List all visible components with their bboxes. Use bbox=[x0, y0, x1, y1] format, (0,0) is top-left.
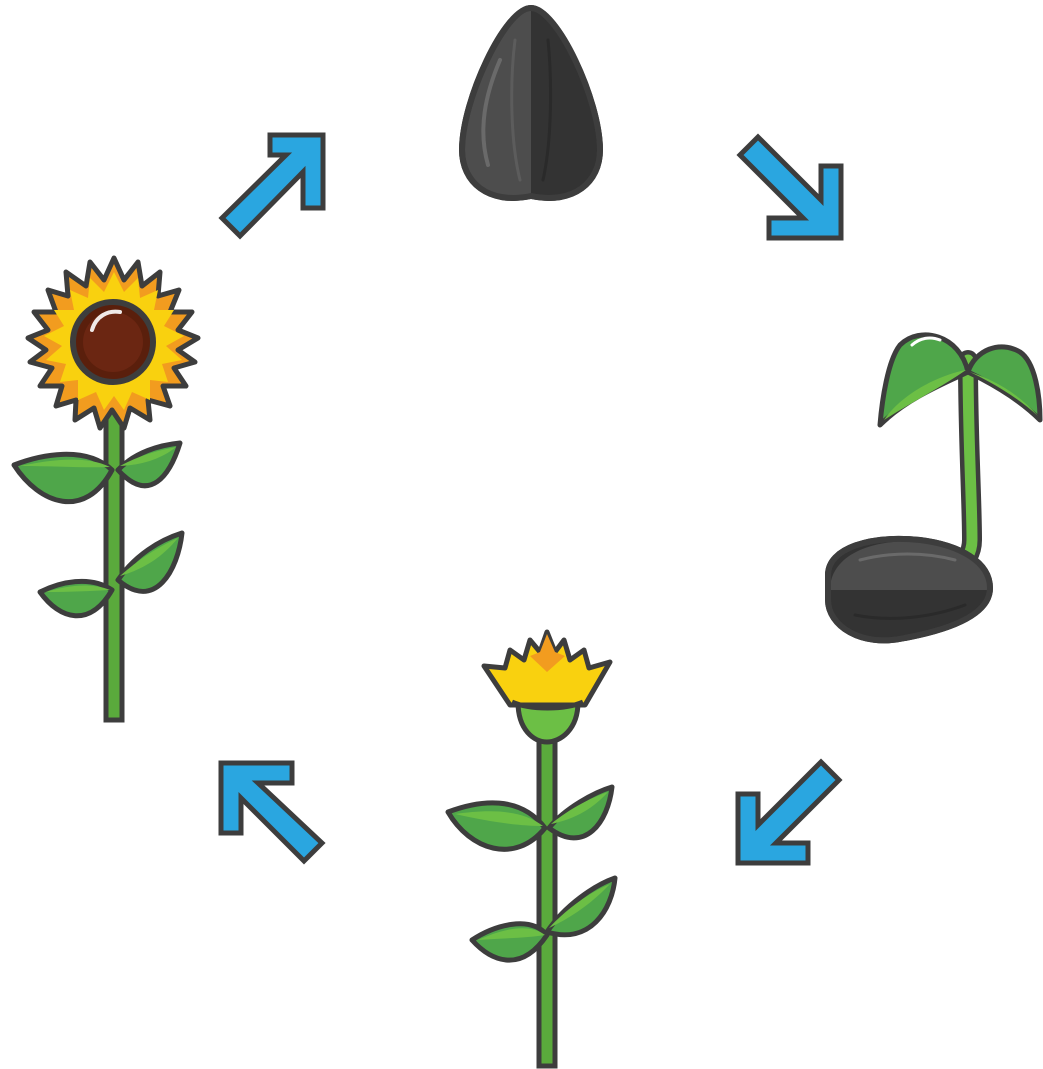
sunflower-icon bbox=[14, 258, 198, 720]
arrow-up-right-icon bbox=[222, 135, 323, 236]
arrow-down-left-icon bbox=[738, 762, 839, 863]
sprouting-seed-icon bbox=[828, 335, 1040, 641]
budding-plant-icon bbox=[448, 632, 615, 1066]
arrow-down-right-icon bbox=[740, 137, 841, 238]
arrow-up-left-icon bbox=[221, 763, 322, 861]
sunflower-seed-icon bbox=[462, 8, 600, 198]
